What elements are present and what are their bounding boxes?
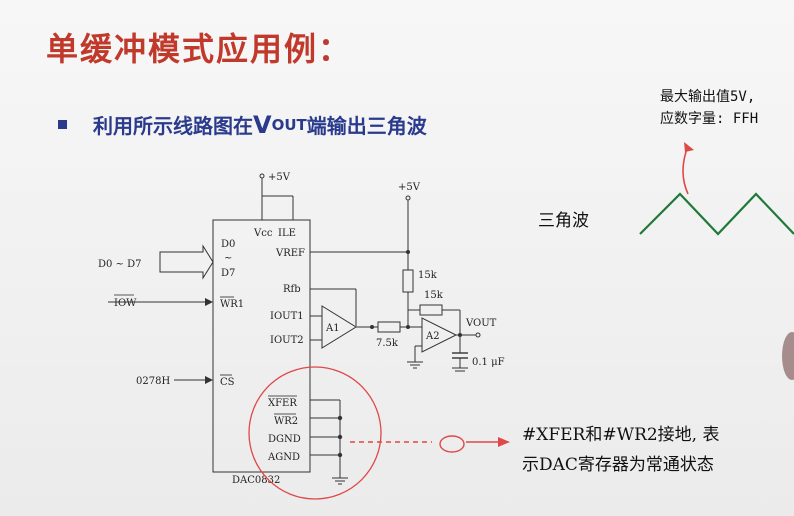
junction-agnd [337, 452, 343, 458]
pin-iout1-label: IOUT1 [270, 311, 304, 322]
bullet-square-icon [58, 120, 67, 129]
ground-note-line1: #XFER和#WR2接地, 表 [522, 425, 720, 445]
bullet-point: 利用所示线路图在 V OUT 端输出三角波 [58, 110, 427, 139]
resistor-15k-vertical [402, 269, 414, 293]
vcc-right-label: +5V [398, 182, 421, 193]
max-output-line1: 最大输出值5V, [660, 89, 756, 105]
page-title: 单缓冲模式应用例： [46, 30, 353, 68]
max-output-line2: 应数字量: FFH [660, 111, 759, 127]
pin-iout2-label: IOUT2 [270, 335, 304, 346]
resistor-r1-label: 15k [418, 270, 438, 281]
pin-d7-label: D7 [221, 268, 235, 279]
r3-node-junction [406, 325, 410, 329]
junction-wr2 [337, 415, 343, 421]
annotation-arrow-top [682, 145, 689, 195]
vcc-right-node [405, 195, 411, 201]
ground-explanation-note: #XFER和#WR2接地, 表 示DAC寄存器为常通状态 [522, 420, 720, 480]
input-addr-label: 0278H [136, 376, 170, 387]
input-data-label: D0 ~ D7 [98, 259, 142, 270]
pin-agnd-label: AGND [267, 452, 300, 463]
ground-note-line2: 示DAC寄存器为常通状态 [522, 455, 714, 475]
pin-vref-label: VREF [275, 248, 305, 259]
bullet-v: V [253, 110, 272, 139]
pin-rfb-label: Rfb [283, 284, 301, 295]
bullet-prefix: 利用所示线路图在 [93, 114, 253, 138]
pin-ile-label: ILE [278, 228, 296, 239]
bullet-out: OUT [271, 115, 307, 134]
cs-arrowhead [205, 376, 213, 384]
annotation-arrowhead-bottom [498, 437, 510, 447]
resistor-15k-horizontal [419, 304, 443, 316]
pin-wr1-label: WR1 [220, 299, 244, 310]
pin-cs-label: CS [220, 377, 235, 388]
a1-output-junction [370, 325, 374, 329]
amp-a1 [321, 305, 357, 349]
resistor-7-5k [377, 321, 401, 333]
pin-wr2-label: WR2 [274, 416, 298, 427]
vcc-top-node [259, 173, 265, 179]
vout-node [475, 332, 481, 338]
annotation-arrowhead-top [684, 142, 694, 152]
resistor-r2-label: 15k [424, 290, 444, 301]
junction-dgnd [337, 434, 343, 440]
annotation-loop [439, 435, 465, 453]
triangle-wave-label: 三角波 [538, 211, 589, 231]
input-iow-label: IOW [114, 298, 137, 309]
chip-name-label: DAC0832 [232, 475, 280, 486]
vcc-top-label: +5V [268, 172, 291, 183]
vout-label: VOUT [465, 318, 497, 329]
amp-a2 [421, 317, 458, 353]
amp-a1-label: A1 [325, 323, 340, 334]
pin-xfer-label: XFER [268, 398, 297, 409]
iow-arrowhead [205, 298, 213, 306]
annotation-circle [248, 366, 382, 500]
triangle-wave [639, 192, 794, 236]
capacitor-label: 0.1 μF [472, 357, 505, 368]
edge-decoration [782, 332, 794, 380]
pin-vcc-label: Vcc [253, 228, 273, 239]
bullet-suffix: 端输出三角波 [306, 114, 427, 138]
pin-dgnd-label: DGND [268, 434, 301, 445]
max-output-note: 最大输出值5V, 应数字量: FFH [660, 86, 758, 130]
pin-tilde-label: ~ [224, 253, 232, 264]
vref-junction [406, 250, 410, 254]
resistor-r3-label: 7.5k [376, 338, 399, 349]
amp-a2-label: A2 [425, 331, 440, 342]
pin-d0-label: D0 [221, 239, 235, 250]
data-bus-arrow [159, 244, 214, 280]
